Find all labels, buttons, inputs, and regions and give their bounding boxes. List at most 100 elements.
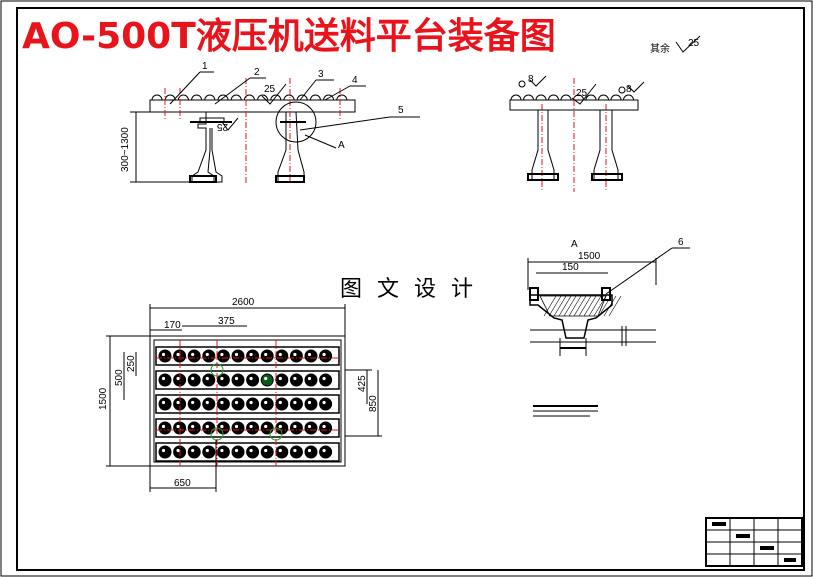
ball-highlight: [278, 376, 282, 381]
ball-highlight: [293, 424, 297, 429]
ball-transfer-unit: [319, 349, 333, 363]
ball-highlight: [234, 352, 239, 357]
hatch-line: [553, 295, 567, 317]
ball-highlight: [264, 352, 268, 357]
detail-circle-a: [275, 101, 317, 143]
ball-highlight: [176, 376, 180, 381]
section-a-title: A: [571, 239, 578, 250]
section-hatching: [543, 295, 622, 317]
front-ball: [336, 94, 348, 101]
ball-highlight: [278, 448, 282, 453]
ball-highlight: [176, 424, 180, 429]
ball-highlight: [293, 376, 297, 381]
hatch-line: [608, 295, 622, 317]
ball-transfer-unit: [289, 349, 303, 363]
side-ball-row: [510, 94, 634, 101]
side-ball: [523, 94, 534, 101]
front-view: A 300~1300 25 25 1 2 3 4 5: [120, 61, 420, 185]
ball-highlight: [220, 424, 224, 429]
ball-highlight: [220, 400, 224, 405]
side-ball: [598, 94, 609, 101]
ball-transfer-unit: [187, 373, 201, 387]
ball-highlight: [161, 376, 166, 381]
ball-transfer-unit: [202, 373, 216, 387]
ball-highlight: [161, 424, 166, 429]
ball-transfer-unit: [158, 421, 172, 435]
ball-highlight: [307, 352, 312, 357]
side-ball: [573, 94, 584, 101]
ball-transfer-unit: [319, 373, 333, 387]
watermark-text: 图 文 设 计: [340, 277, 477, 302]
ball-transfer-unit: [289, 445, 303, 459]
ball-transfer-unit: [260, 349, 274, 363]
ball-transfer-unit: [158, 445, 172, 459]
ball-highlight: [278, 352, 282, 357]
ball-highlight: [264, 376, 268, 381]
dim-650: 650: [174, 478, 191, 489]
ball-transfer-unit: [319, 421, 333, 435]
ball-highlight: [191, 352, 195, 357]
ball-highlight: [191, 376, 195, 381]
ball-transfer-unit: [304, 397, 318, 411]
roughness-top-right: 25: [576, 88, 588, 99]
mount-marker: [269, 427, 283, 441]
ball-transfer-unit: [304, 421, 318, 435]
roller-row: [155, 346, 340, 366]
ball-highlight: [176, 352, 180, 357]
part-label-6: 6: [678, 237, 684, 248]
ball-transfer-unit: [260, 421, 274, 435]
ball-transfer-unit: [275, 373, 289, 387]
hatch-line: [568, 295, 582, 317]
ball-transfer-unit: [158, 349, 172, 363]
plan-view: 2600 170 375 1500 500 250 425 850 650: [98, 297, 382, 492]
ball-highlight: [264, 448, 268, 453]
roughness-side-left: 8: [528, 74, 534, 85]
ball-transfer-unit: [231, 421, 245, 435]
roughness-top-left: 25: [264, 84, 276, 95]
dim-height-range: 300~1300: [120, 127, 131, 172]
ball-highlight: [176, 400, 180, 405]
ball-transfer-unit: [231, 349, 245, 363]
side-ball: [623, 94, 634, 101]
dim-375: 375: [218, 316, 235, 327]
roller-row: [155, 370, 340, 390]
hatch-line: [603, 295, 617, 317]
ball-transfer-unit: [158, 373, 172, 387]
plan-outline: [149, 335, 346, 467]
part-label-2: 2: [254, 67, 260, 78]
ball-transfer-unit: [275, 349, 289, 363]
title-block: [705, 517, 803, 567]
dim-section-1500: 1500: [578, 251, 601, 262]
ball-highlight: [249, 376, 253, 381]
ball-transfer-unit: [275, 397, 289, 411]
inner-border: [16, 7, 805, 571]
ball-highlight: [191, 424, 195, 429]
ball-transfer-unit: [289, 421, 303, 435]
ball-transfer-unit: [246, 421, 260, 435]
section-a-view: A 1500 150 6: [527, 237, 690, 356]
front-ball: [296, 94, 308, 101]
ball-highlight: [322, 400, 326, 405]
front-ball: [204, 94, 216, 101]
mount-marker: [210, 363, 224, 377]
ball-transfer-unit: [246, 349, 260, 363]
dim-overall-length: 2600: [232, 297, 255, 308]
ball-highlight: [293, 400, 297, 405]
side-ball: [548, 94, 559, 101]
ball-transfer-unit: [275, 445, 289, 459]
ball-transfer-unit: [216, 349, 230, 363]
ball-transfer-unit: [304, 349, 318, 363]
section-body: [529, 294, 613, 339]
ball-highlight: [322, 448, 326, 453]
hatch-line: [588, 295, 602, 317]
ball-transfer-unit: [187, 397, 201, 411]
ball-highlight: [293, 352, 297, 357]
ball-transfer-unit: [246, 373, 260, 387]
ball-highlight: [278, 400, 282, 405]
front-ball: [177, 94, 189, 101]
section-hatch-area: [539, 295, 607, 317]
ball-highlight: [293, 448, 297, 453]
front-ball: [270, 94, 282, 101]
ball-transfer-unit: [216, 397, 230, 411]
